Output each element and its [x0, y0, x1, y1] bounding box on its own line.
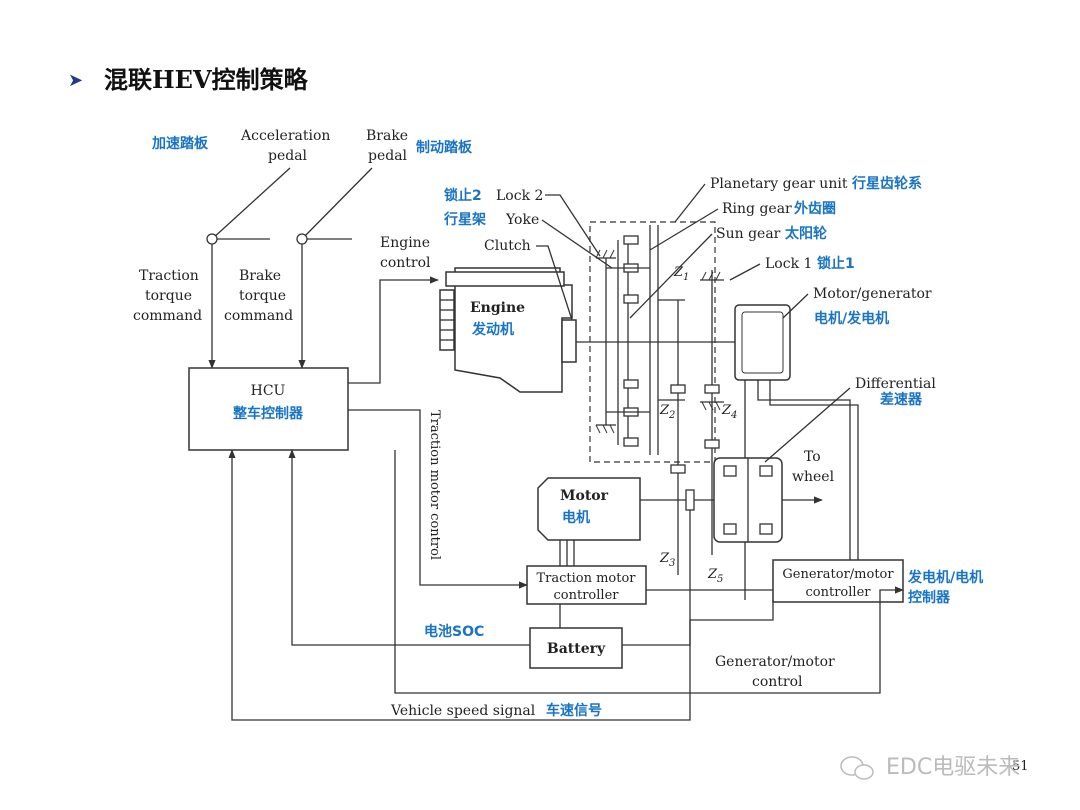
lock2-cn: 锁止2 — [444, 187, 482, 204]
yoke-leader — [541, 219, 613, 269]
gear-z5: Z5 — [707, 567, 723, 585]
lock1-leader — [729, 263, 761, 281]
gm-control-1: Generator/motor — [715, 654, 835, 670]
yoke-cn: 行星架 — [443, 211, 486, 228]
battery-box — [529, 627, 623, 669]
to-wheel-1: To — [804, 449, 821, 465]
traction-motor-control-arrow — [348, 409, 528, 589]
lock2-en: Lock 2 — [496, 188, 543, 204]
brake-pedal-lever — [296, 167, 373, 245]
gear-z4: Z4 — [721, 403, 737, 421]
battery-label: Battery — [547, 641, 606, 657]
clutch-en: Clutch — [484, 238, 531, 254]
planetary-gear-set — [595, 225, 724, 575]
brake-torque-1: Brake — [239, 268, 281, 284]
tmc-label-2: controller — [554, 588, 620, 603]
mg-to-gmc-wire-2 — [769, 395, 859, 560]
traction-motor-control-label: Traction motor control — [427, 410, 442, 560]
gen-motor-controller-box — [772, 559, 904, 603]
gear-z2: Z2 — [659, 403, 675, 421]
traction-torque-1: Traction — [139, 268, 199, 284]
wechat-icon — [840, 756, 874, 780]
engine-label-cn: 发动机 — [471, 321, 514, 338]
motor-label-en: Motor — [560, 488, 609, 504]
engine-control-2: control — [380, 255, 431, 271]
lock2-leader — [545, 194, 601, 257]
vehicle-speed-arrow — [228, 449, 691, 721]
traction-torque-3: command — [133, 308, 202, 324]
battery-gmc-wire — [622, 600, 774, 646]
tmc-label-1: Traction motor — [536, 571, 636, 586]
planetary-cn: 行星齿轮系 — [851, 175, 922, 192]
ring-gear-cn: 外齿圈 — [794, 200, 836, 217]
brake-pedal-cn: 制动踏板 — [416, 139, 473, 156]
title-bullet-icon: ➤ — [68, 70, 83, 91]
engine-label-en: Engine — [470, 300, 525, 316]
brake-torque-3: command — [224, 308, 293, 324]
brake-torque-2: torque — [239, 288, 286, 304]
ring-gear-leader — [649, 208, 719, 251]
hcu-box — [188, 367, 349, 451]
gear-z1: Z1 — [673, 265, 689, 283]
gmc-cn-1: 发电机/电机 — [907, 569, 983, 586]
yoke-en: Yoke — [505, 212, 539, 228]
mg-leader — [782, 293, 809, 319]
gmc-cn-2: 控制器 — [908, 589, 951, 606]
engine-control-1: Engine — [380, 235, 430, 251]
hcu-label-cn: 整车控制器 — [232, 405, 304, 422]
lock1-en: Lock 1 — [765, 256, 812, 272]
watermark: EDC电驱未来 — [886, 755, 1020, 780]
motor-label-cn: 电机 — [562, 509, 590, 526]
to-wheel-2: wheel — [792, 469, 835, 485]
vehicle-speed-cn: 车速信号 — [546, 702, 602, 719]
hcu-label-en: HCU — [251, 383, 286, 399]
sun-gear-en: Sun gear — [716, 226, 781, 242]
engine-control-arrow — [348, 276, 439, 384]
lock1-cn: 锁止1 — [817, 255, 855, 272]
mg-label-en: Motor/generator — [813, 286, 932, 302]
traction-motor-controller-box — [526, 565, 647, 605]
mg-to-gmc-wire-1 — [757, 390, 851, 560]
brake-pedal-en-2: pedal — [368, 148, 408, 164]
ring-gear-en: Ring gear — [722, 201, 792, 217]
accel-pedal-en-1: Acceleration — [240, 128, 330, 144]
battery-soc-cn: 电池SOC — [424, 623, 484, 640]
diff-label-cn: 差速器 — [880, 391, 923, 408]
accel-pedal-cn: 加速踏板 — [151, 135, 209, 152]
slide-title: 混联HEV控制策略 — [104, 65, 309, 94]
planetary-en: Planetary gear unit — [710, 176, 848, 192]
accel-pedal-lever — [206, 167, 291, 245]
gear-z3: Z3 — [659, 551, 675, 569]
battery-soc-arrow — [288, 449, 530, 646]
sun-gear-cn: 太阳轮 — [785, 225, 827, 242]
differential — [690, 457, 783, 555]
page-number: 51 — [1012, 759, 1029, 774]
traction-torque-2: torque — [145, 288, 192, 304]
sun-gear-leader — [629, 233, 713, 319]
clutch-leader — [536, 245, 573, 321]
vehicle-speed-en: Vehicle speed signal — [390, 703, 536, 719]
diff-label-en: Differential — [855, 376, 936, 392]
gm-control-arrow — [394, 450, 904, 694]
traction-motor — [537, 477, 695, 566]
gmc-label-1: Generator/motor — [782, 567, 894, 582]
gmc-label-2: controller — [806, 585, 872, 600]
accel-pedal-en-2: pedal — [268, 148, 308, 164]
brake-pedal-en-1: Brake — [366, 128, 408, 144]
engine-block — [439, 267, 577, 393]
motor-generator-unit — [734, 304, 791, 600]
mg-label-cn: 电机/发电机 — [814, 310, 889, 327]
gm-control-2: control — [752, 674, 803, 690]
planetary-leader — [674, 183, 706, 223]
